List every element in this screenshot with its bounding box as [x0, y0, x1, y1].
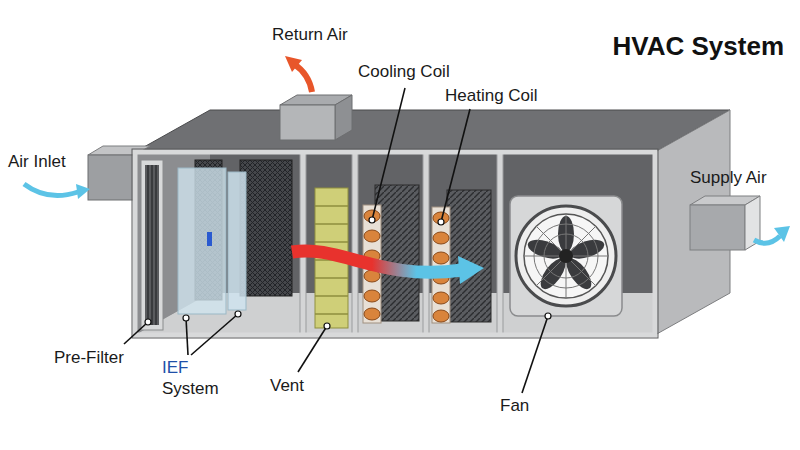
cooling-coil: [363, 185, 419, 323]
fan: [510, 196, 622, 316]
leader-dot: [369, 217, 375, 223]
partition: [497, 152, 503, 335]
leader-line: [441, 109, 470, 222]
heating-coil: [433, 310, 449, 322]
supply-duct: [774, 226, 790, 242]
leader-line: [522, 316, 548, 393]
return-duct: [285, 56, 302, 72]
part-label: Return Air: [272, 25, 348, 45]
inlet-duct: [76, 184, 90, 199]
leader-line: [186, 318, 188, 355]
partition: [423, 152, 429, 335]
pre-filter: [141, 160, 163, 330]
leader-line: [124, 88, 548, 393]
leader-dot: [235, 311, 241, 317]
ief-panels: [228, 172, 246, 310]
leader-dot: [438, 219, 444, 225]
ief-panels: [207, 232, 212, 246]
diagram-title: HVAC System: [613, 30, 784, 62]
supply-duct: [754, 236, 780, 243]
airflow-arrow: [292, 251, 484, 284]
part-label: Cooling Coil: [358, 62, 450, 82]
heating-coil: [432, 190, 491, 323]
return-duct: [294, 64, 312, 92]
heating-coil: [432, 207, 450, 323]
supply-duct: [690, 205, 745, 250]
pre-filter: [141, 160, 163, 330]
heating-coil: [433, 232, 449, 244]
fan: [510, 196, 622, 316]
heating-coil: [433, 252, 449, 264]
part-label: Heating Coil: [445, 86, 538, 106]
inlet-duct: [88, 155, 135, 200]
return-duct: [280, 56, 352, 140]
leader-dot: [183, 315, 189, 321]
fan: [524, 214, 608, 298]
heating-coil: [447, 190, 491, 322]
return-duct: [280, 105, 335, 140]
housing-frame: [132, 149, 658, 338]
heating-coil: [433, 292, 449, 304]
airflow-arrow: [458, 256, 484, 284]
flow-label: Supply Air: [690, 168, 767, 188]
airflow-arrow: [292, 251, 462, 272]
cooling-coil: [364, 210, 380, 222]
part-label: Pre-Filter: [54, 348, 124, 368]
part-label: Fan: [500, 396, 529, 416]
housing-frame: [132, 149, 658, 338]
cooling-coil: [364, 308, 380, 320]
leader-dot: [324, 323, 330, 329]
cooling-coil: [364, 290, 380, 302]
housing-top: [135, 110, 730, 152]
fan: [524, 214, 608, 298]
partition: [300, 152, 503, 335]
inlet-duct: [24, 184, 78, 196]
partition: [300, 152, 306, 335]
back-wall: [135, 152, 655, 335]
supply-duct: [690, 196, 790, 250]
leader-dot: [145, 217, 551, 329]
partition: [352, 152, 358, 335]
leader-line: [124, 322, 148, 344]
heating-coil: [433, 212, 449, 224]
leader-line: [298, 326, 327, 372]
ief-panels: [178, 160, 292, 314]
flow-label: Air Inlet: [8, 152, 66, 172]
ief-panels: [240, 160, 292, 296]
housing: [135, 110, 730, 335]
fan: [559, 249, 573, 263]
part-label: Vent: [270, 376, 304, 396]
fan: [516, 206, 616, 306]
cooling-coil: [364, 230, 380, 242]
pre-filter: [145, 165, 159, 325]
leader-line: [372, 88, 405, 220]
part-label: System: [162, 379, 219, 399]
return-duct: [335, 95, 352, 140]
part-label: IEF: [162, 358, 188, 378]
housing-frame: [135, 152, 655, 335]
leader-dot: [545, 313, 551, 319]
ief-panels: [178, 168, 226, 314]
leader-line: [191, 314, 238, 355]
leader-dot: [145, 319, 151, 325]
cooling-coil: [375, 185, 419, 321]
